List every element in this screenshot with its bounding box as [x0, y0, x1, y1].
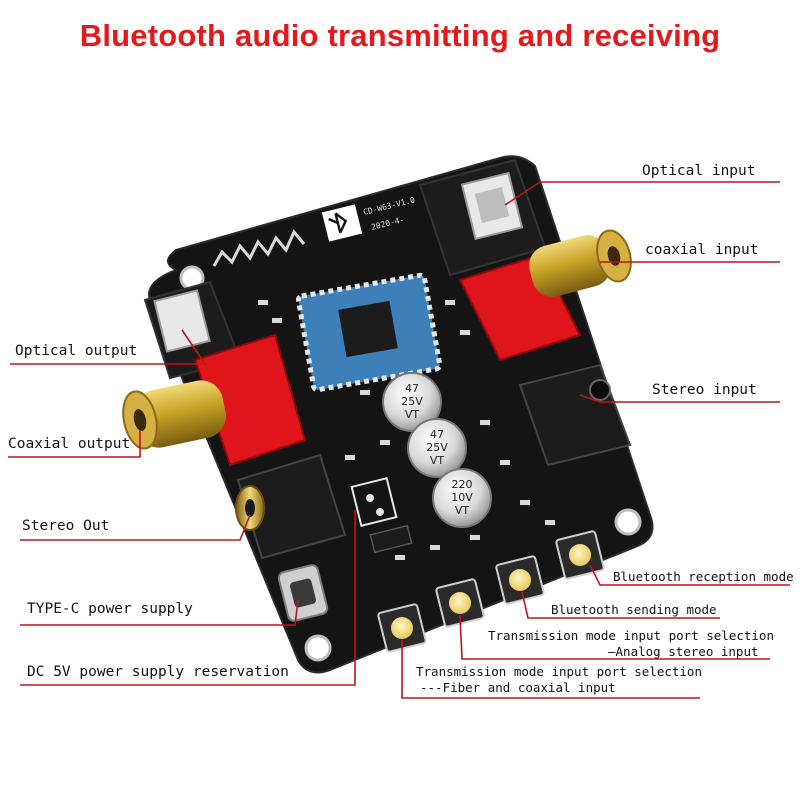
- svg-text:VT: VT: [430, 454, 445, 467]
- label-type-c-power: TYPE-C power supply: [27, 601, 193, 617]
- leader-lines: [8, 181, 790, 699]
- label-optical-input: Optical input: [642, 163, 756, 179]
- label-analog-selection-line2: —Analog stereo input: [608, 644, 759, 659]
- svg-text:25V: 25V: [401, 395, 423, 408]
- label-stereo-input: Stereo input: [652, 382, 757, 398]
- capacitor-1: 47 25V VT: [382, 372, 442, 432]
- mode-buttons: [377, 530, 605, 653]
- label-fiber-selection-line1: Transmission mode input port selection: [416, 664, 702, 679]
- label-analog-selection-line1: Transmission mode input port selection: [488, 628, 774, 643]
- stereo-input-jack: [518, 363, 632, 467]
- label-stereo-out: Stereo Out: [22, 518, 110, 534]
- bluetooth-logo: [321, 204, 363, 242]
- svg-text:220: 220: [452, 478, 473, 491]
- svg-text:25V: 25V: [426, 441, 448, 454]
- coaxial-input-rca: [458, 229, 632, 362]
- pcb-antenna: [212, 229, 306, 267]
- svg-text:VT: VT: [405, 408, 420, 421]
- diagram-title: Bluetooth audio transmitting and receivi…: [79, 18, 721, 53]
- label-dc5v-reservation: DC 5V power supply reservation: [27, 664, 289, 680]
- coaxial-output-rca: [122, 333, 307, 467]
- dc5v-pads: [350, 477, 398, 527]
- capacitor-2: 47 25V VT: [407, 418, 467, 478]
- stereo-out-jack: [235, 453, 347, 560]
- svg-text:10V: 10V: [451, 491, 473, 504]
- svg-text:47: 47: [430, 428, 444, 441]
- optical-input-jack: [418, 158, 547, 277]
- label-fiber-selection-line2: ---Fiber and coaxial input: [420, 680, 616, 695]
- smd-components: [258, 300, 555, 560]
- label-coaxial-input: coaxial input: [645, 242, 759, 258]
- svg-text:VT: VT: [455, 504, 470, 517]
- svg-text:47: 47: [405, 382, 419, 395]
- label-coaxial-output: Coaxial output: [8, 436, 131, 452]
- capacitor-3: 220 10V VT: [432, 468, 492, 528]
- label-bt-reception-mode: Bluetooth reception mode: [613, 569, 794, 584]
- label-optical-output: Optical output: [15, 343, 138, 359]
- label-bt-sending-mode: Bluetooth sending mode: [551, 602, 717, 617]
